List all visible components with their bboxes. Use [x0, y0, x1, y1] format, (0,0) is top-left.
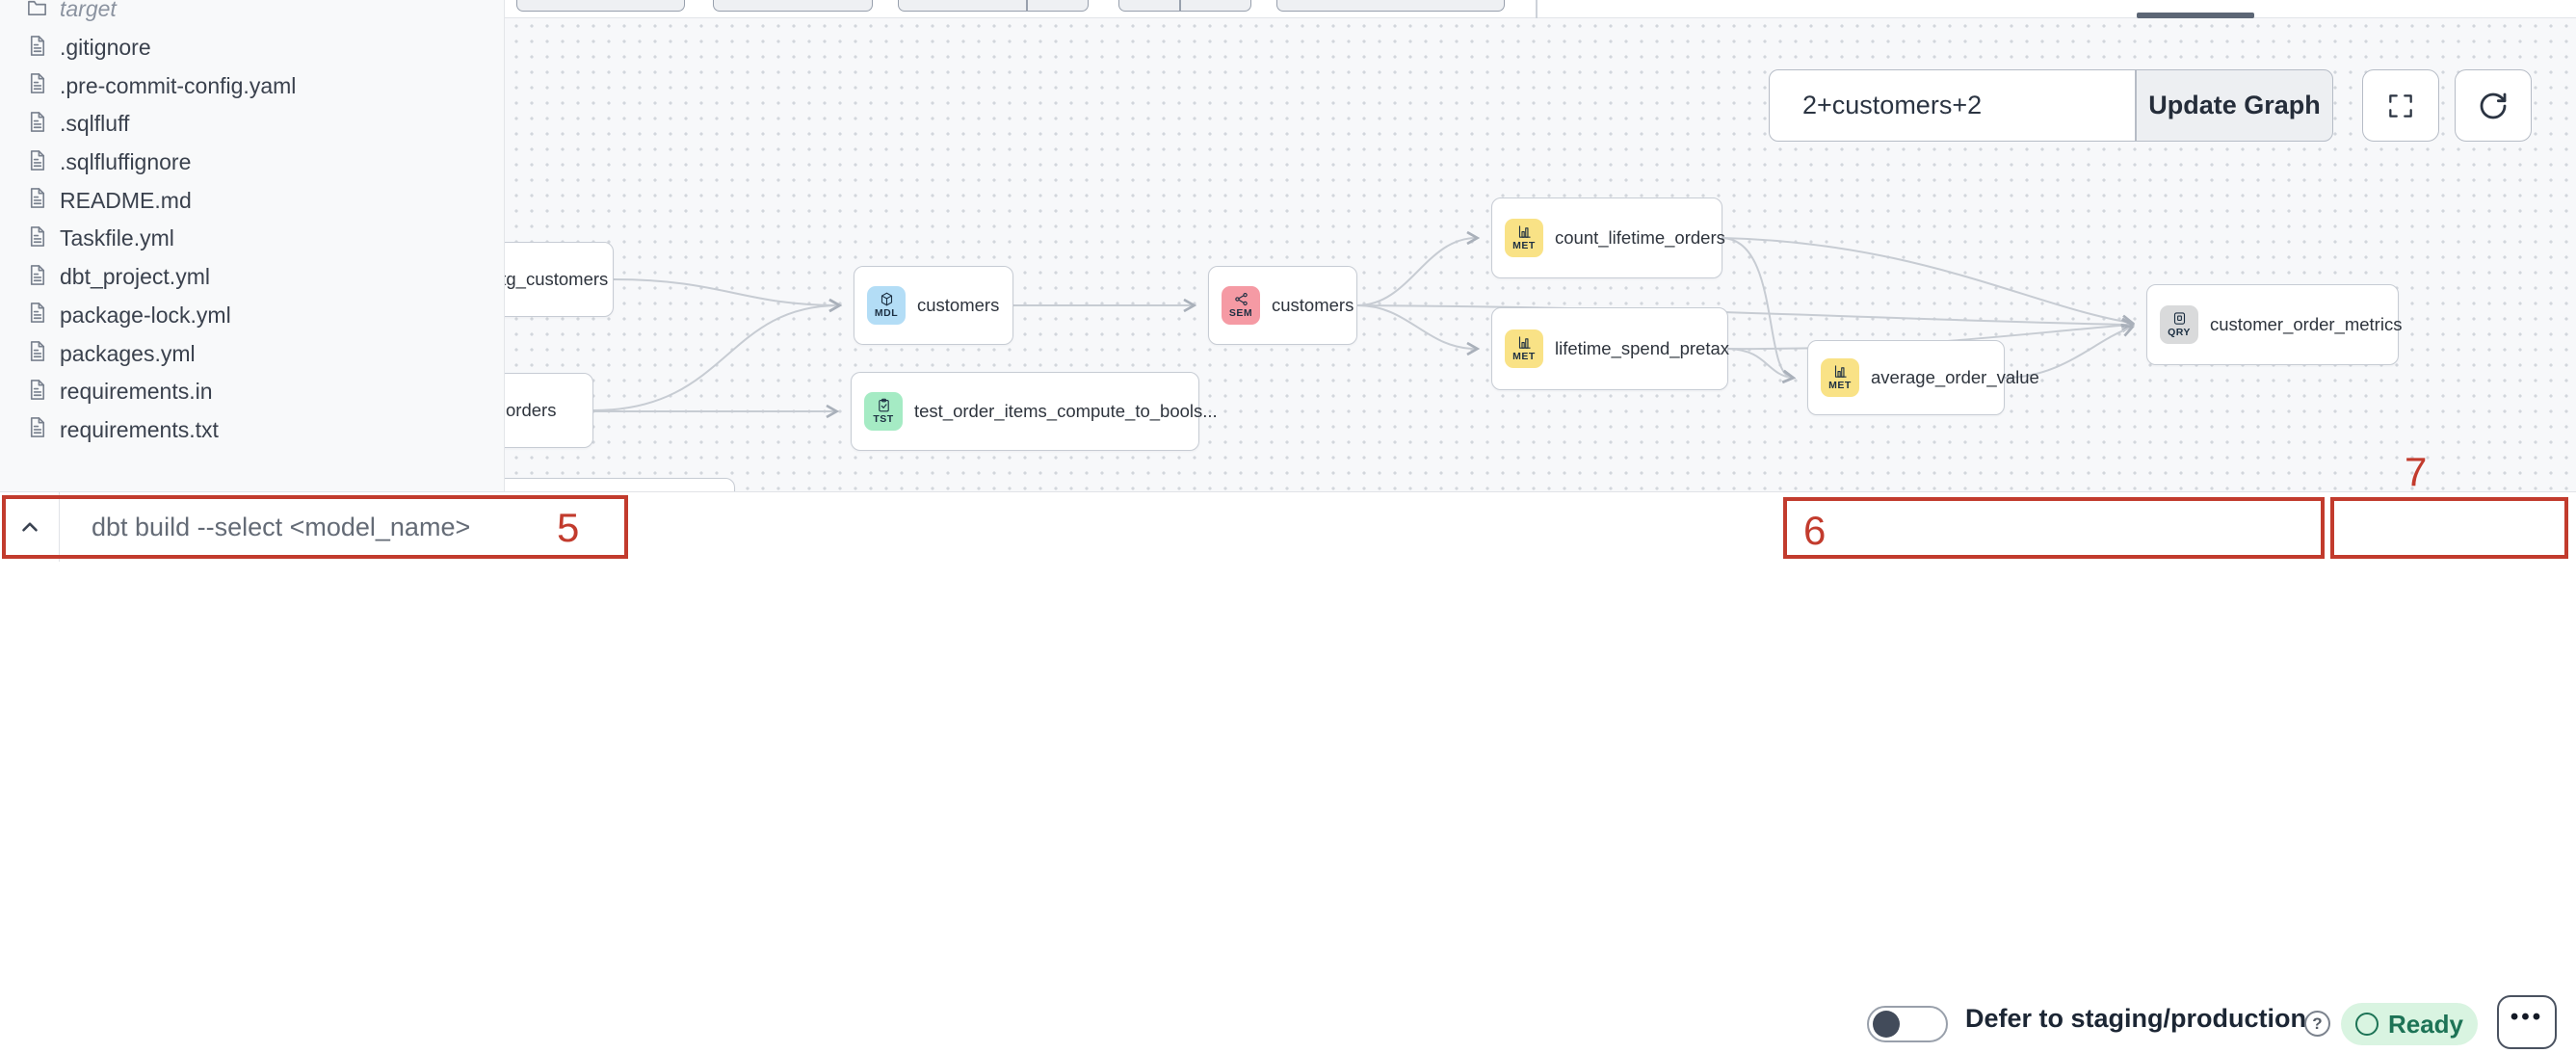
node-label: customers	[917, 295, 1000, 315]
file-name: .pre-commit-config.yaml	[60, 72, 297, 98]
file-explorer-sidebar: target .gitignore .pre-commit-config.yaml.…	[0, 0, 505, 491]
annotation-number-5: 5	[557, 505, 580, 550]
graph-node-customer_order_metrics[interactable]: QRY customer_order_metrics	[2146, 284, 2403, 365]
node-label: lifetime_spend_pretax	[1555, 338, 1729, 358]
file-icon	[26, 187, 48, 214]
file-name: README.md	[60, 187, 192, 213]
met-badge-icon: MET	[1821, 358, 1859, 397]
file-name: Taskfile.yml	[60, 225, 174, 251]
file-icon	[26, 379, 48, 406]
file-name: .gitignore	[60, 35, 151, 61]
edge-count_lifetime_orders-to-customer_order_metrics	[1722, 237, 2136, 329]
edge-orders-to-customers_model	[592, 298, 843, 411]
node-label: orders	[506, 400, 557, 420]
edge-customers_semantic-to-count_lifetime_orders	[1356, 230, 1481, 306]
file-icon	[26, 35, 48, 62]
lineage-selector-input[interactable]: 2+customers+2	[1769, 69, 2136, 142]
sidebar-item-packages-yml[interactable]: packages.yml	[0, 334, 504, 373]
file-icon	[26, 264, 48, 291]
toolbar-button-sliver[interactable]	[1276, 0, 1505, 12]
sidebar-item--sqlfluffignore[interactable]: .sqlfluffignore	[0, 144, 504, 182]
sidebar-item--gitignore[interactable]: .gitignore	[0, 29, 504, 67]
file-name: dbt_project.yml	[60, 264, 210, 290]
edge-customers_semantic-to-lifetime_spend_pretax	[1356, 304, 1481, 356]
node-label: average_order_value	[1871, 367, 2039, 387]
toolbar-button-sliver[interactable]	[516, 0, 685, 12]
defer-label: Defer to staging/production	[1965, 1003, 2306, 1033]
chevron-up-icon	[21, 522, 38, 532]
file-tree: target .gitignore .pre-commit-config.yaml.…	[0, 0, 504, 449]
graph-node-customers_semantic[interactable]: SEM customers	[1208, 266, 1357, 345]
file-name: packages.yml	[60, 340, 196, 366]
edge-lifetime_spend_pretax-to-average_order_value	[1727, 348, 1797, 384]
pane-divider	[1536, 0, 1538, 18]
edge-stg_customers-to-customers_model	[613, 278, 843, 313]
toolbar-button-sliver[interactable]	[713, 0, 873, 12]
sem-badge-icon: SEM	[1222, 286, 1260, 325]
file-name: .sqlfluffignore	[60, 149, 192, 175]
defer-toggle[interactable]	[1867, 1006, 1948, 1042]
file-icon	[26, 225, 48, 252]
status-badge[interactable]: Ready	[2341, 1003, 2478, 1045]
sidebar-item-target[interactable]: target	[0, 0, 504, 29]
node-label: customer_order_metrics	[2210, 314, 2403, 334]
met-badge-icon: MET	[1505, 329, 1543, 368]
fullscreen-icon	[2389, 93, 2412, 118]
graph-node-count_lifetime_orders[interactable]: MET count_lifetime_orders	[1491, 197, 1725, 278]
qry-badge-icon: QRY	[2160, 305, 2198, 344]
graph-node-lifetime_spend_pretax[interactable]: MET lifetime_spend_pretax	[1491, 307, 1729, 390]
toolbar-button-sliver[interactable]	[1118, 0, 1251, 12]
file-name: requirements.txt	[60, 416, 219, 442]
file-icon	[26, 302, 48, 329]
sidebar-item--pre-commit-config-yaml[interactable]: .pre-commit-config.yaml	[0, 66, 504, 105]
met-badge-icon: MET	[1505, 219, 1543, 257]
fullscreen-button[interactable]	[2362, 69, 2439, 142]
annotation-number-7: 7	[2405, 449, 2428, 494]
node-label: customers	[1272, 295, 1354, 315]
help-icon[interactable]: ?	[2304, 1011, 2330, 1037]
file-icon	[26, 149, 48, 176]
node-label: test_order_items_compute_to_bools...	[914, 401, 1218, 421]
toggle-knob	[1873, 1011, 1900, 1038]
expand-command-panel-button[interactable]	[0, 492, 60, 562]
status-circle-icon	[2354, 1013, 2379, 1036]
edge-average_order_value-to-customer_order_metrics	[2004, 323, 2135, 379]
tst-badge-icon: TST	[864, 392, 903, 431]
folder-icon	[26, 0, 48, 23]
file-icon	[26, 416, 48, 443]
sidebar-item-package-lock-yml[interactable]: package-lock.yml	[0, 297, 504, 335]
file-name: package-lock.yml	[60, 302, 231, 328]
active-tab-indicator	[2137, 13, 2254, 18]
file-name: requirements.in	[60, 379, 213, 405]
command-input[interactable]: dbt build --select <model_name>	[92, 512, 471, 541]
edge-customers_semantic-to-customer_order_metrics	[1356, 304, 2136, 332]
file-name: .sqlfluff	[60, 111, 130, 137]
sidebar-item--sqlfluff[interactable]: .sqlfluff	[0, 105, 504, 144]
node-label: count_lifetime_orders	[1555, 227, 1725, 248]
toolbar-button-sliver[interactable]	[898, 0, 1089, 12]
sidebar-item-dbt-project-yml[interactable]: dbt_project.yml	[0, 258, 504, 297]
top-toolbar-strip	[0, 0, 2576, 18]
file-icon	[26, 72, 48, 99]
refresh-graph-button[interactable]	[2455, 69, 2532, 142]
status-label: Ready	[2387, 1009, 2464, 1039]
sidebar-item-requirements-txt[interactable]: requirements.txt	[0, 411, 504, 450]
graph-node-test_order_items[interactable]: TST test_order_items_compute_to_bools...	[851, 372, 1218, 451]
file-icon	[26, 111, 48, 138]
file-icon	[26, 340, 48, 367]
sidebar-item-requirements-in[interactable]: requirements.in	[0, 373, 504, 411]
refresh-icon	[2480, 92, 2507, 118]
graph-node-average_order_value[interactable]: MET average_order_value	[1807, 340, 2039, 415]
file-name: target	[60, 0, 117, 22]
sidebar-item-readme-md[interactable]: README.md	[0, 181, 504, 220]
update-graph-button[interactable]: Update Graph	[2136, 69, 2333, 142]
bottom-command-bar: dbt build --select <model_name> Defer to…	[0, 491, 2576, 1049]
lineage-selector-group: 2+customers+2 Update Graph	[1769, 69, 2333, 142]
annotation-number-6: 6	[1803, 508, 1827, 553]
more-options-button[interactable]: •••	[2497, 995, 2557, 1049]
mdl-badge-icon: MDL	[867, 286, 906, 325]
node-label: stg_customers	[492, 269, 609, 289]
graph-node-customers_model[interactable]: MDL customers	[854, 266, 1013, 345]
sidebar-item-taskfile-yml[interactable]: Taskfile.yml	[0, 220, 504, 258]
